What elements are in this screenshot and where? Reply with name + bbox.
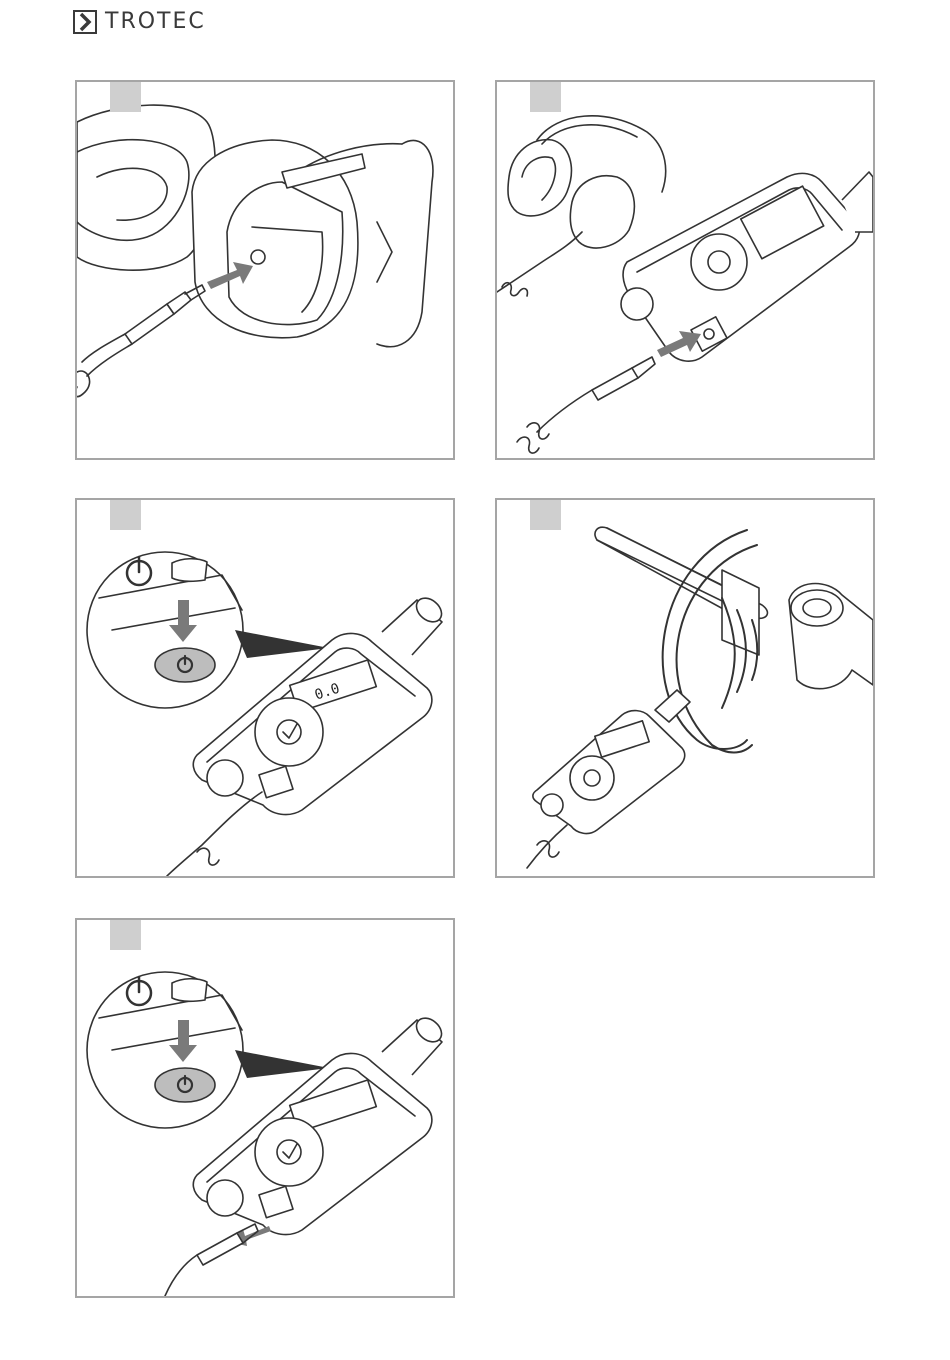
chevron-right-icon — [73, 10, 97, 34]
panel-step-1 — [75, 80, 455, 460]
headphone-jack-plug-illustration — [77, 82, 453, 458]
step-badge — [110, 920, 141, 950]
panel-step-4 — [495, 498, 875, 878]
pipe-leak-detection-illustration — [497, 500, 873, 876]
trotec-logo: TROTEC — [73, 9, 206, 35]
panel-step-3: 0.0 — [75, 498, 455, 878]
brand-name: TROTEC — [105, 10, 206, 34]
power-off-unplug-illustration — [77, 920, 453, 1296]
device-jack-plug-illustration — [497, 82, 873, 458]
power-on-illustration: 0.0 — [77, 500, 453, 876]
step-badge — [110, 82, 141, 112]
step-badge — [110, 500, 141, 530]
step-badge — [530, 500, 561, 530]
panel-step-2 — [495, 80, 875, 460]
panel-step-5 — [75, 918, 455, 1298]
step-badge — [530, 82, 561, 112]
